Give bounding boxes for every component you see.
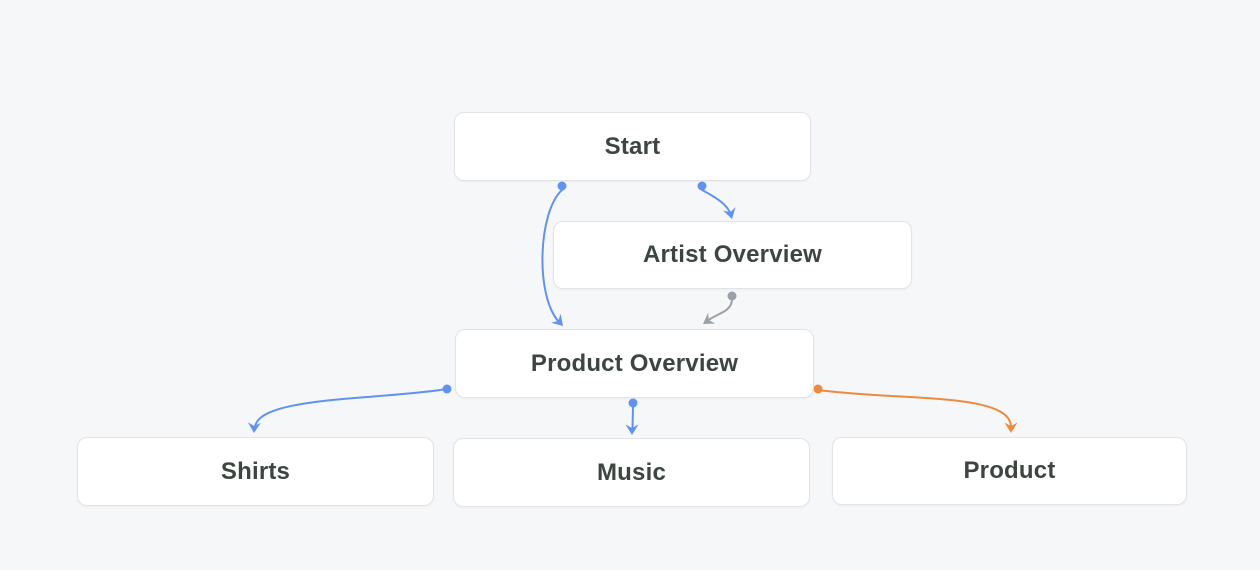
edge-start-to-artist-overview [697, 181, 736, 219]
edge-product-overview-to-product-path[interactable] [817, 389, 1012, 428]
arrowhead-icon [723, 207, 736, 219]
node-start[interactable]: Start [454, 112, 811, 181]
edge-handle-dot[interactable] [697, 181, 707, 191]
edge-handle-dot[interactable] [727, 291, 737, 301]
node-shirts[interactable]: Shirts [77, 437, 434, 506]
node-start-label: Start [604, 132, 661, 160]
edge-start-to-product-overview [541, 181, 567, 326]
edge-product-overview-to-shirts [247, 384, 452, 433]
edge-artist-overview-to-product-overview-path[interactable] [706, 299, 733, 322]
node-music[interactable]: Music [453, 438, 810, 507]
node-product-overview[interactable]: Product Overview [455, 329, 814, 398]
edge-product-overview-to-music [625, 398, 639, 435]
edge-product-overview-to-shirts-path[interactable] [254, 388, 448, 429]
node-product[interactable]: Product [832, 437, 1187, 505]
arrowhead-icon [551, 313, 563, 326]
arrowhead-icon [703, 312, 716, 324]
edge-start-to-artist-overview-path[interactable] [701, 189, 732, 216]
edge-handle-dot[interactable] [813, 384, 823, 394]
edge-handle-dot[interactable] [557, 181, 567, 191]
node-artist-overview-label: Artist Overview [642, 241, 823, 268]
arrowhead-icon [625, 424, 639, 435]
arrowhead-icon [247, 422, 261, 433]
edge-handle-dot[interactable] [628, 398, 638, 408]
node-artist-overview[interactable]: Artist Overview [553, 221, 912, 289]
edge-start-to-product-overview-path[interactable] [541, 189, 563, 323]
edge-product-overview-to-product [813, 384, 1018, 433]
node-music-label: Music [596, 458, 666, 486]
arrowhead-icon [1004, 422, 1018, 433]
edge-artist-overview-to-product-overview [703, 291, 737, 324]
edge-product-overview-to-music-path[interactable] [631, 406, 634, 430]
edge-handle-dot[interactable] [442, 384, 452, 394]
node-product-overview-label: Product Overview [530, 349, 739, 377]
node-shirts-label: Shirts [220, 457, 291, 485]
node-product-label: Product [963, 457, 1056, 484]
